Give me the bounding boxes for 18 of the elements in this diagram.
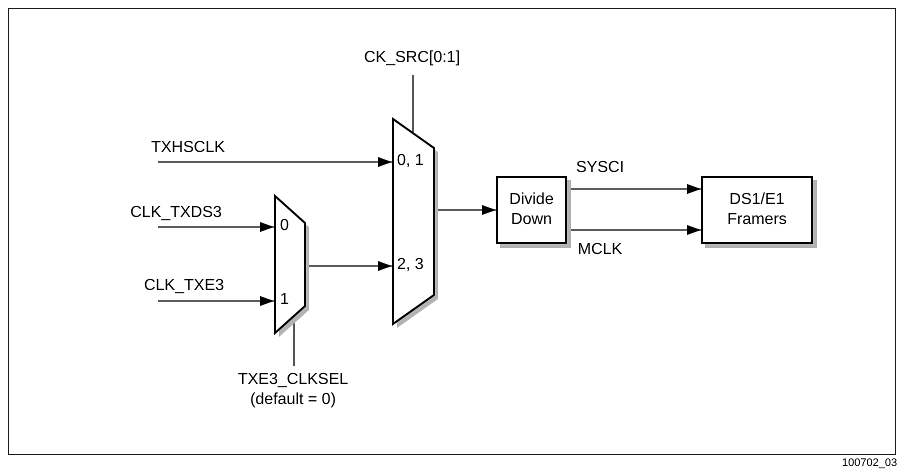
arrow <box>158 296 274 306</box>
signal-label: CLK_TXDS3 <box>112 203 240 223</box>
signal-label: TXHSCLK <box>136 138 240 158</box>
arrow <box>158 157 392 167</box>
block-label: DS1/E1 Framers <box>726 190 788 230</box>
signal-label: CK_SRC[0:1] <box>344 46 480 70</box>
input-label: 0, 1 <box>397 152 424 170</box>
arrow <box>158 222 274 232</box>
input-label: 1 <box>280 291 289 309</box>
input-label: 2, 3 <box>397 256 424 274</box>
input-label: 0 <box>280 217 289 235</box>
block-label: Divide Down <box>508 190 555 230</box>
signal-label: TXE3_CLKSEL (default = 0) <box>222 366 364 414</box>
signal-label: CLK_TXE3 <box>128 276 240 296</box>
control-line <box>412 75 414 132</box>
multiplexer <box>274 195 306 334</box>
multiplexer <box>392 118 435 325</box>
figure-number: 100702_03 <box>842 457 898 470</box>
